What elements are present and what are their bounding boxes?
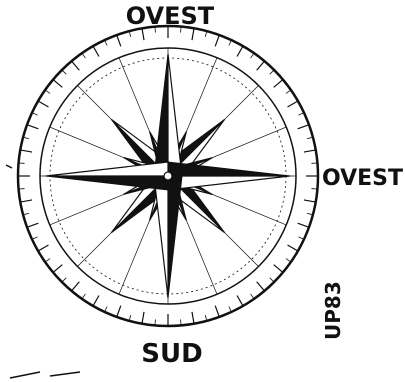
star-point-light xyxy=(46,162,168,176)
signature-mark: UP83 xyxy=(321,281,345,340)
tick-mark xyxy=(20,200,32,202)
tick-mark xyxy=(237,296,243,306)
tick-mark xyxy=(311,189,317,190)
tick-mark xyxy=(304,150,316,152)
tick-mark xyxy=(32,237,37,240)
tick-mark xyxy=(257,61,265,70)
tick-mark xyxy=(45,90,50,93)
tick-mark xyxy=(311,163,317,164)
tick-mark xyxy=(215,35,219,46)
tick-mark xyxy=(288,245,298,251)
tick-mark xyxy=(72,61,80,70)
tick-mark xyxy=(142,28,144,40)
star-point-dark xyxy=(168,162,290,176)
tick-mark xyxy=(192,312,194,324)
tick-mark xyxy=(27,125,38,129)
star-point-light xyxy=(168,54,182,176)
star-point-dark xyxy=(46,176,168,190)
tick-mark xyxy=(117,35,121,46)
tick-mark xyxy=(270,278,274,282)
tick-mark xyxy=(298,125,309,129)
tick-mark xyxy=(155,27,156,33)
tick-mark xyxy=(229,40,232,45)
tick-mark xyxy=(215,306,219,317)
tick-mark xyxy=(82,294,85,299)
tick-mark xyxy=(53,265,62,273)
tick-mark xyxy=(117,306,121,317)
tick-mark xyxy=(270,70,274,74)
tick-mark xyxy=(105,40,108,45)
tick-mark xyxy=(286,90,291,93)
tick-mark xyxy=(251,53,254,58)
tick-mark xyxy=(274,80,283,88)
tick-mark xyxy=(298,223,309,227)
tick-mark xyxy=(82,53,85,58)
tick-mark xyxy=(20,150,32,152)
tick-mark xyxy=(53,80,62,88)
tick-mark xyxy=(38,101,48,107)
tick-mark xyxy=(257,282,265,291)
tick-mark xyxy=(38,245,48,251)
tick-mark xyxy=(299,113,304,116)
tick-mark xyxy=(288,101,298,107)
tick-mark xyxy=(19,163,25,164)
label-south: SUD xyxy=(141,339,202,369)
star-point-dark xyxy=(168,176,182,298)
tick-mark xyxy=(181,27,182,33)
tick-mark xyxy=(93,46,99,56)
tick-mark xyxy=(62,70,66,74)
tick-mark xyxy=(72,282,80,291)
tick-mark xyxy=(45,259,50,262)
tick-mark xyxy=(32,113,37,116)
tick-mark xyxy=(62,278,66,282)
center-pivot xyxy=(164,172,172,180)
tick-mark xyxy=(304,200,316,202)
star-point-dark xyxy=(154,54,168,176)
tick-mark xyxy=(299,237,304,240)
star-point-light xyxy=(168,176,290,190)
tick-mark xyxy=(27,223,38,227)
tick-mark xyxy=(142,312,144,324)
pen-marks xyxy=(6,165,80,378)
tick-mark xyxy=(274,265,283,273)
tick-mark xyxy=(192,28,194,40)
tick-mark xyxy=(251,294,254,299)
tick-mark xyxy=(105,307,108,312)
tick-mark xyxy=(181,319,182,325)
tick-mark xyxy=(286,259,291,262)
star-point-light xyxy=(154,176,168,298)
tick-mark xyxy=(237,46,243,56)
tick-mark xyxy=(93,296,99,306)
tick-mark xyxy=(229,307,232,312)
label-east: OVEST xyxy=(322,166,403,191)
tick-mark xyxy=(19,189,25,190)
tick-mark xyxy=(155,319,156,325)
